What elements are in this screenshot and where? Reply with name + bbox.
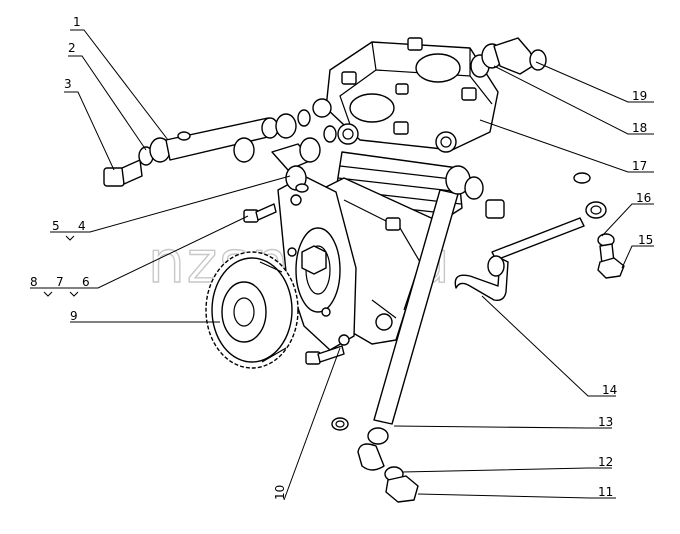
vertical-pipe [357, 165, 591, 503]
drive-gear [205, 251, 299, 369]
callout-11: 11 [598, 485, 613, 499]
leader-lines [30, 29, 654, 501]
callout-5: 5 [52, 219, 60, 233]
callout-15: 15 [638, 233, 653, 247]
upper-left-pipe [103, 109, 337, 193]
callout-16: 16 [636, 191, 651, 205]
callout-2: 2 [68, 41, 76, 55]
callout-12: 12 [598, 455, 613, 469]
callout-6: 6 [82, 275, 90, 289]
callout-8: 8 [30, 275, 38, 289]
callout-10: 10 [273, 485, 287, 500]
callout-4: 4 [78, 219, 86, 233]
top-right-fitting [470, 37, 547, 78]
callout-labels: 1 2 3 4 5 6 7 8 9 10 11 12 13 14 15 16 1… [30, 15, 653, 500]
callout-19: 19 [632, 89, 647, 103]
callout-14: 14 [602, 383, 617, 397]
callout-17: 17 [632, 159, 647, 173]
callout-1: 1 [73, 15, 81, 29]
fasteners-left [243, 203, 349, 431]
callout-13: 13 [598, 415, 613, 429]
right-pipe [454, 201, 625, 302]
callout-7: 7 [56, 275, 64, 289]
callout-18: 18 [632, 121, 647, 135]
callout-3: 3 [64, 77, 72, 91]
callout-9: 9 [70, 309, 78, 323]
compressor-body [277, 37, 499, 351]
